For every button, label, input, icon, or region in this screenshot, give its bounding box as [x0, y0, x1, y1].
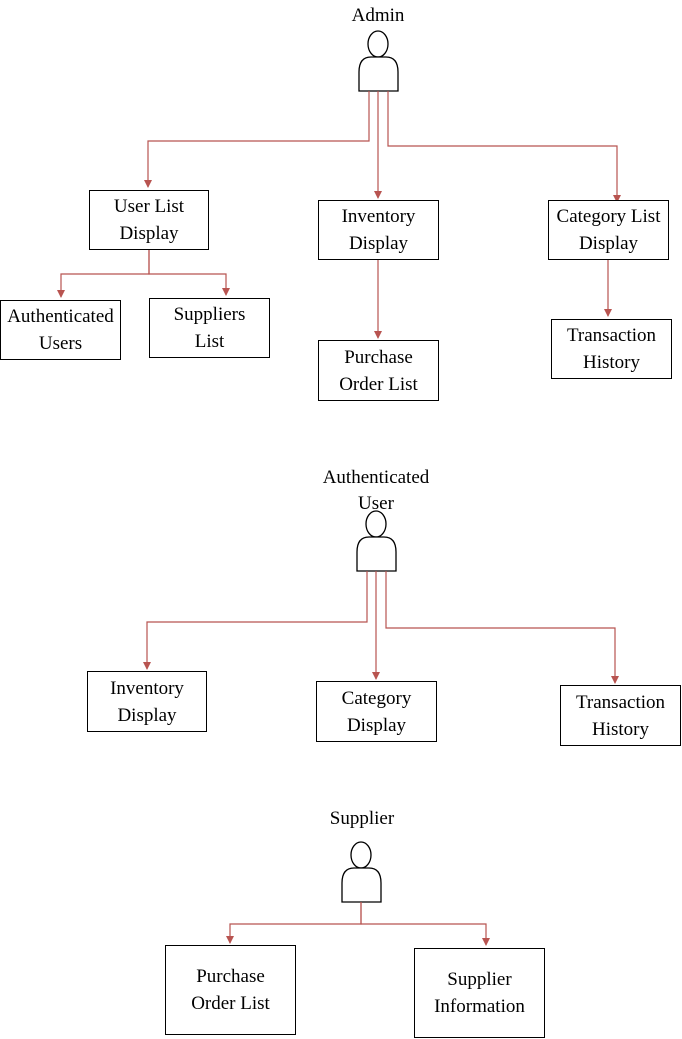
- connector-supplier-information: [360, 902, 490, 946]
- user-list-display-box: User List Display: [89, 190, 209, 250]
- admin-label: Admin: [351, 5, 405, 26]
- supplier-information-box: Supplier Information: [414, 948, 545, 1038]
- connector-admin-category: [387, 91, 621, 203]
- inventory-display-user-box: Inventory Display: [87, 671, 207, 732]
- inventory-display-admin-box: Inventory Display: [318, 200, 439, 260]
- authenticated-user-person-icon: [356, 510, 397, 572]
- transaction-history-user-box: Transaction History: [560, 685, 681, 746]
- connector-userlist-authenticated: [57, 250, 150, 298]
- category-list-display-box: Category List Display: [548, 200, 669, 260]
- connector-supplier-purchase: [226, 902, 362, 944]
- purchase-order-list-admin-box: Purchase Order List: [318, 340, 439, 401]
- connector-userlist-suppliers: [148, 250, 230, 296]
- admin-person-icon: [358, 30, 399, 92]
- connector-user-transaction: [385, 571, 619, 684]
- supplier-person-icon: [341, 841, 382, 903]
- connector-user-inventory: [143, 571, 368, 670]
- purchase-order-list-supplier-box: Purchase Order List: [165, 945, 296, 1035]
- connector-admin-user-list: [144, 91, 370, 188]
- supplier-label: Supplier: [329, 808, 395, 829]
- authenticated-users-box: Authenticated Users: [0, 300, 121, 360]
- authenticated-user-label: Authenticated User: [322, 467, 430, 514]
- transaction-history-admin-box: Transaction History: [551, 319, 672, 379]
- category-display-user-box: Category Display: [316, 681, 437, 742]
- suppliers-list-box: Suppliers List: [149, 298, 270, 358]
